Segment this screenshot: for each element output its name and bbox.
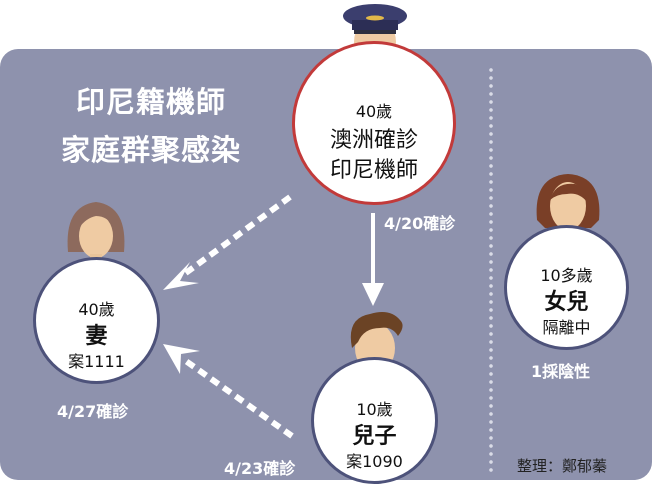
wife-node: 40歲 妻 案1111 [33, 257, 160, 384]
pilot-age: 40歲 [355, 102, 393, 121]
son-date-label: 4/23確診 [224, 459, 296, 478]
wife-age: 40歲 [78, 300, 115, 319]
dashed-arrow-son-to-wife [163, 344, 294, 439]
wife-case: 案1111 [68, 352, 125, 371]
daughter-node: 10多歲 女兒 隔離中 [504, 225, 629, 350]
son-role: 兒子 [352, 424, 397, 449]
diagram-title: 印尼籍機師 家庭群聚感染 [36, 78, 266, 174]
pilot-to-son-edge-label: 4/20確診 [384, 214, 456, 233]
title-line-1: 印尼籍機師 [75, 85, 226, 119]
daughter-role: 女兒 [544, 290, 589, 315]
pilot-node: 40歲 澳洲確診 印尼機師 [292, 41, 456, 205]
daughter-age: 10多歲 [540, 266, 593, 285]
son-node: 10歲 兒子 案1090 [311, 357, 438, 484]
pilot-line-1: 澳洲確診 [329, 128, 418, 153]
daughter-status: 隔離中 [542, 318, 591, 337]
girl-avatar-icon [536, 174, 600, 254]
son-age: 10歲 [356, 400, 393, 419]
solid-arrow-pilot-to-son [362, 213, 384, 306]
credit-text: 整理：鄭郁蓁 [517, 457, 608, 475]
pilot-line-2: 印尼機師 [329, 158, 418, 183]
wife-role: 妻 [85, 324, 108, 349]
dotted-divider [489, 66, 493, 472]
title-line-2: 家庭群聚感染 [60, 133, 241, 167]
daughter-result-label: 1採陰性 [531, 362, 591, 381]
son-case: 案1090 [346, 452, 403, 471]
wife-date-label: 4/27確診 [57, 402, 129, 421]
dashed-arrow-pilot-to-wife [163, 194, 292, 290]
